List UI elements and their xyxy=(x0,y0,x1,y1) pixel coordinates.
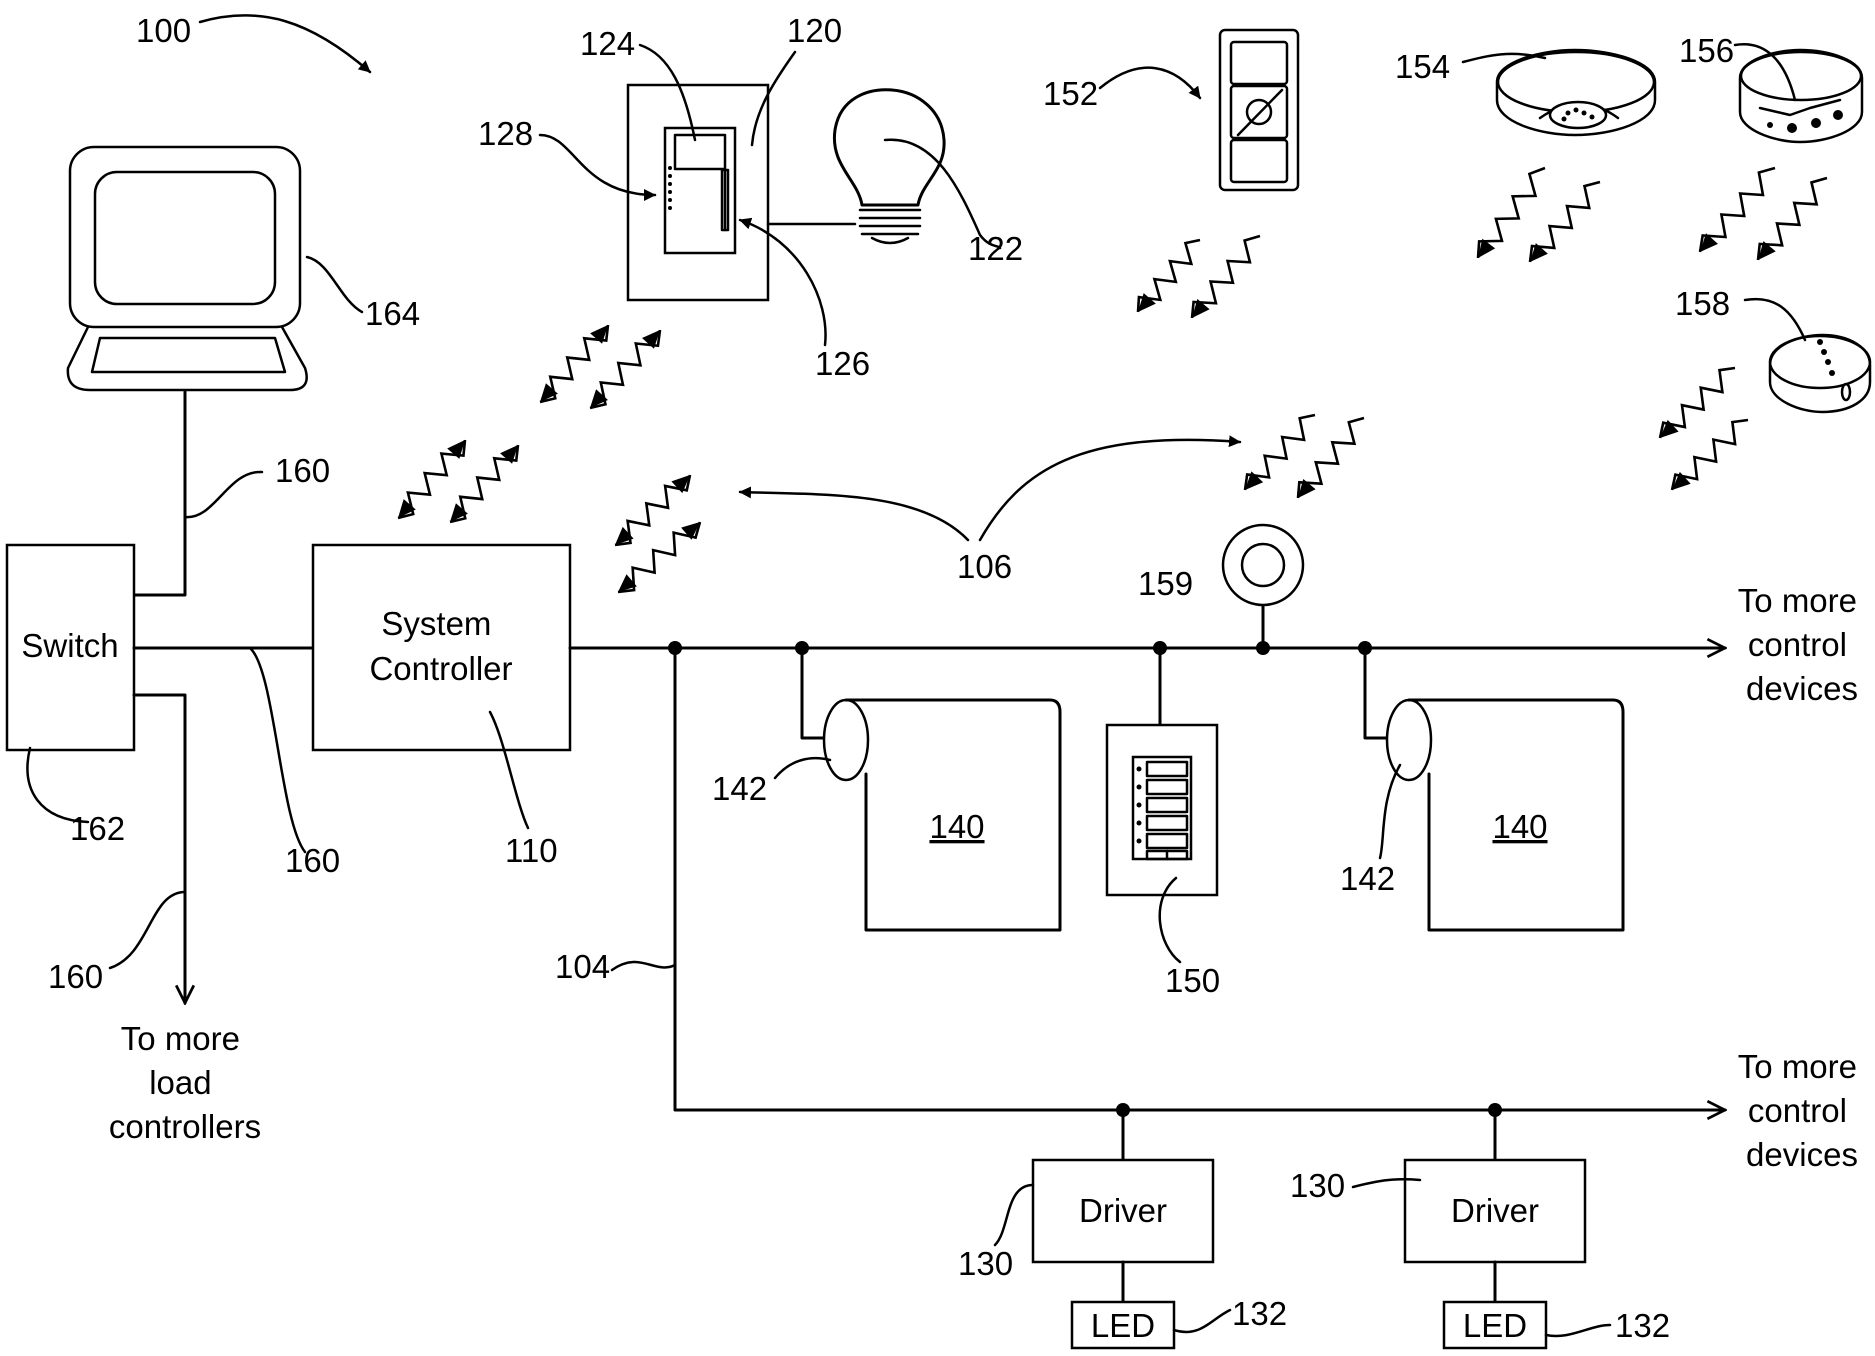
motorized-shade-right: 140 xyxy=(1365,648,1623,930)
ref-160-mid: 160 xyxy=(285,842,340,879)
leader-100 xyxy=(200,15,370,72)
ref-159: 159 xyxy=(1138,565,1193,602)
leader-104 xyxy=(612,962,675,970)
ref-142-left: 142 xyxy=(712,770,767,807)
wall-dimmer-icon xyxy=(628,85,768,300)
ref-164: 164 xyxy=(365,295,420,332)
ref-120: 120 xyxy=(787,12,842,49)
ref-162: 162 xyxy=(70,810,125,847)
handheld-remote-icon xyxy=(1220,30,1298,190)
led-driver-left: Driver LED xyxy=(1033,1110,1213,1348)
ref-154: 154 xyxy=(1395,48,1450,85)
ethernet-link-computer xyxy=(134,392,185,595)
svg-text:LED: LED xyxy=(1463,1307,1527,1344)
leader-132-left xyxy=(1174,1310,1230,1332)
leader-158 xyxy=(1745,299,1805,340)
leader-132-right xyxy=(1546,1325,1610,1336)
temperature-sensor-icon xyxy=(1770,335,1870,412)
ref-132-left: 132 xyxy=(1232,1295,1287,1332)
ref-132-right: 132 xyxy=(1615,1307,1670,1344)
ref-104: 104 xyxy=(555,948,610,985)
leader-152 xyxy=(1100,68,1200,98)
ref-100: 100 xyxy=(136,12,191,49)
leader-142-left xyxy=(775,758,830,778)
ref-130-left: 130 xyxy=(958,1245,1013,1282)
leader-130-left xyxy=(995,1185,1033,1245)
leader-106-left xyxy=(740,492,968,540)
ref-150: 150 xyxy=(1165,962,1220,999)
occupancy-sensor-icon xyxy=(1497,50,1655,135)
light-bulb-icon xyxy=(834,90,944,243)
motorized-shade-left: 140 xyxy=(802,648,1060,930)
computer-monitor-icon xyxy=(68,147,307,390)
wireless-antenna-icon xyxy=(1223,525,1303,648)
junction-dot xyxy=(668,641,682,655)
ref-142-right: 142 xyxy=(1340,860,1395,897)
leader-164 xyxy=(307,257,362,312)
more-control-devices-top-label: To more control devices xyxy=(1738,582,1866,707)
more-load-controllers-label: To more load controllers xyxy=(109,1020,261,1145)
ref-128: 128 xyxy=(478,115,533,152)
svg-text:Driver: Driver xyxy=(1451,1192,1539,1229)
wireless-signal-arrowhead xyxy=(1138,293,1156,312)
ethernet-link-more xyxy=(134,695,185,1003)
svg-text:LED: LED xyxy=(1091,1307,1155,1344)
ref-158: 158 xyxy=(1675,285,1730,322)
switch-label: Switch xyxy=(21,627,118,664)
ref-126: 126 xyxy=(815,345,870,382)
ref-122: 122 xyxy=(968,230,1023,267)
ref-110: 110 xyxy=(505,832,558,869)
wireless-signal-icon xyxy=(398,168,1827,592)
leader-160-top xyxy=(185,472,262,517)
leader-160-mid xyxy=(250,648,305,852)
led-driver-right: Driver LED xyxy=(1405,1110,1585,1348)
ref-160-bottom: 160 xyxy=(48,958,103,995)
more-control-devices-bottom-label: To more control devices xyxy=(1738,1048,1866,1173)
ref-160-top: 160 xyxy=(275,452,330,489)
system-controller-box xyxy=(313,545,570,750)
svg-text:Driver: Driver xyxy=(1079,1192,1167,1229)
daylight-sensor-icon xyxy=(1740,50,1862,142)
wall-keypad-icon xyxy=(1107,648,1217,895)
leader-106-right xyxy=(980,440,1240,540)
ref-130-right: 130 xyxy=(1290,1167,1345,1204)
ref-152: 152 xyxy=(1043,75,1098,112)
shade-right-label: 140 xyxy=(1492,808,1547,845)
shade-left-label: 140 xyxy=(929,808,984,845)
leader-142-right xyxy=(1380,765,1400,858)
ref-106: 106 xyxy=(957,548,1012,585)
ref-124: 124 xyxy=(580,25,635,62)
ref-156: 156 xyxy=(1679,32,1734,69)
leader-160-bottom xyxy=(110,892,185,968)
